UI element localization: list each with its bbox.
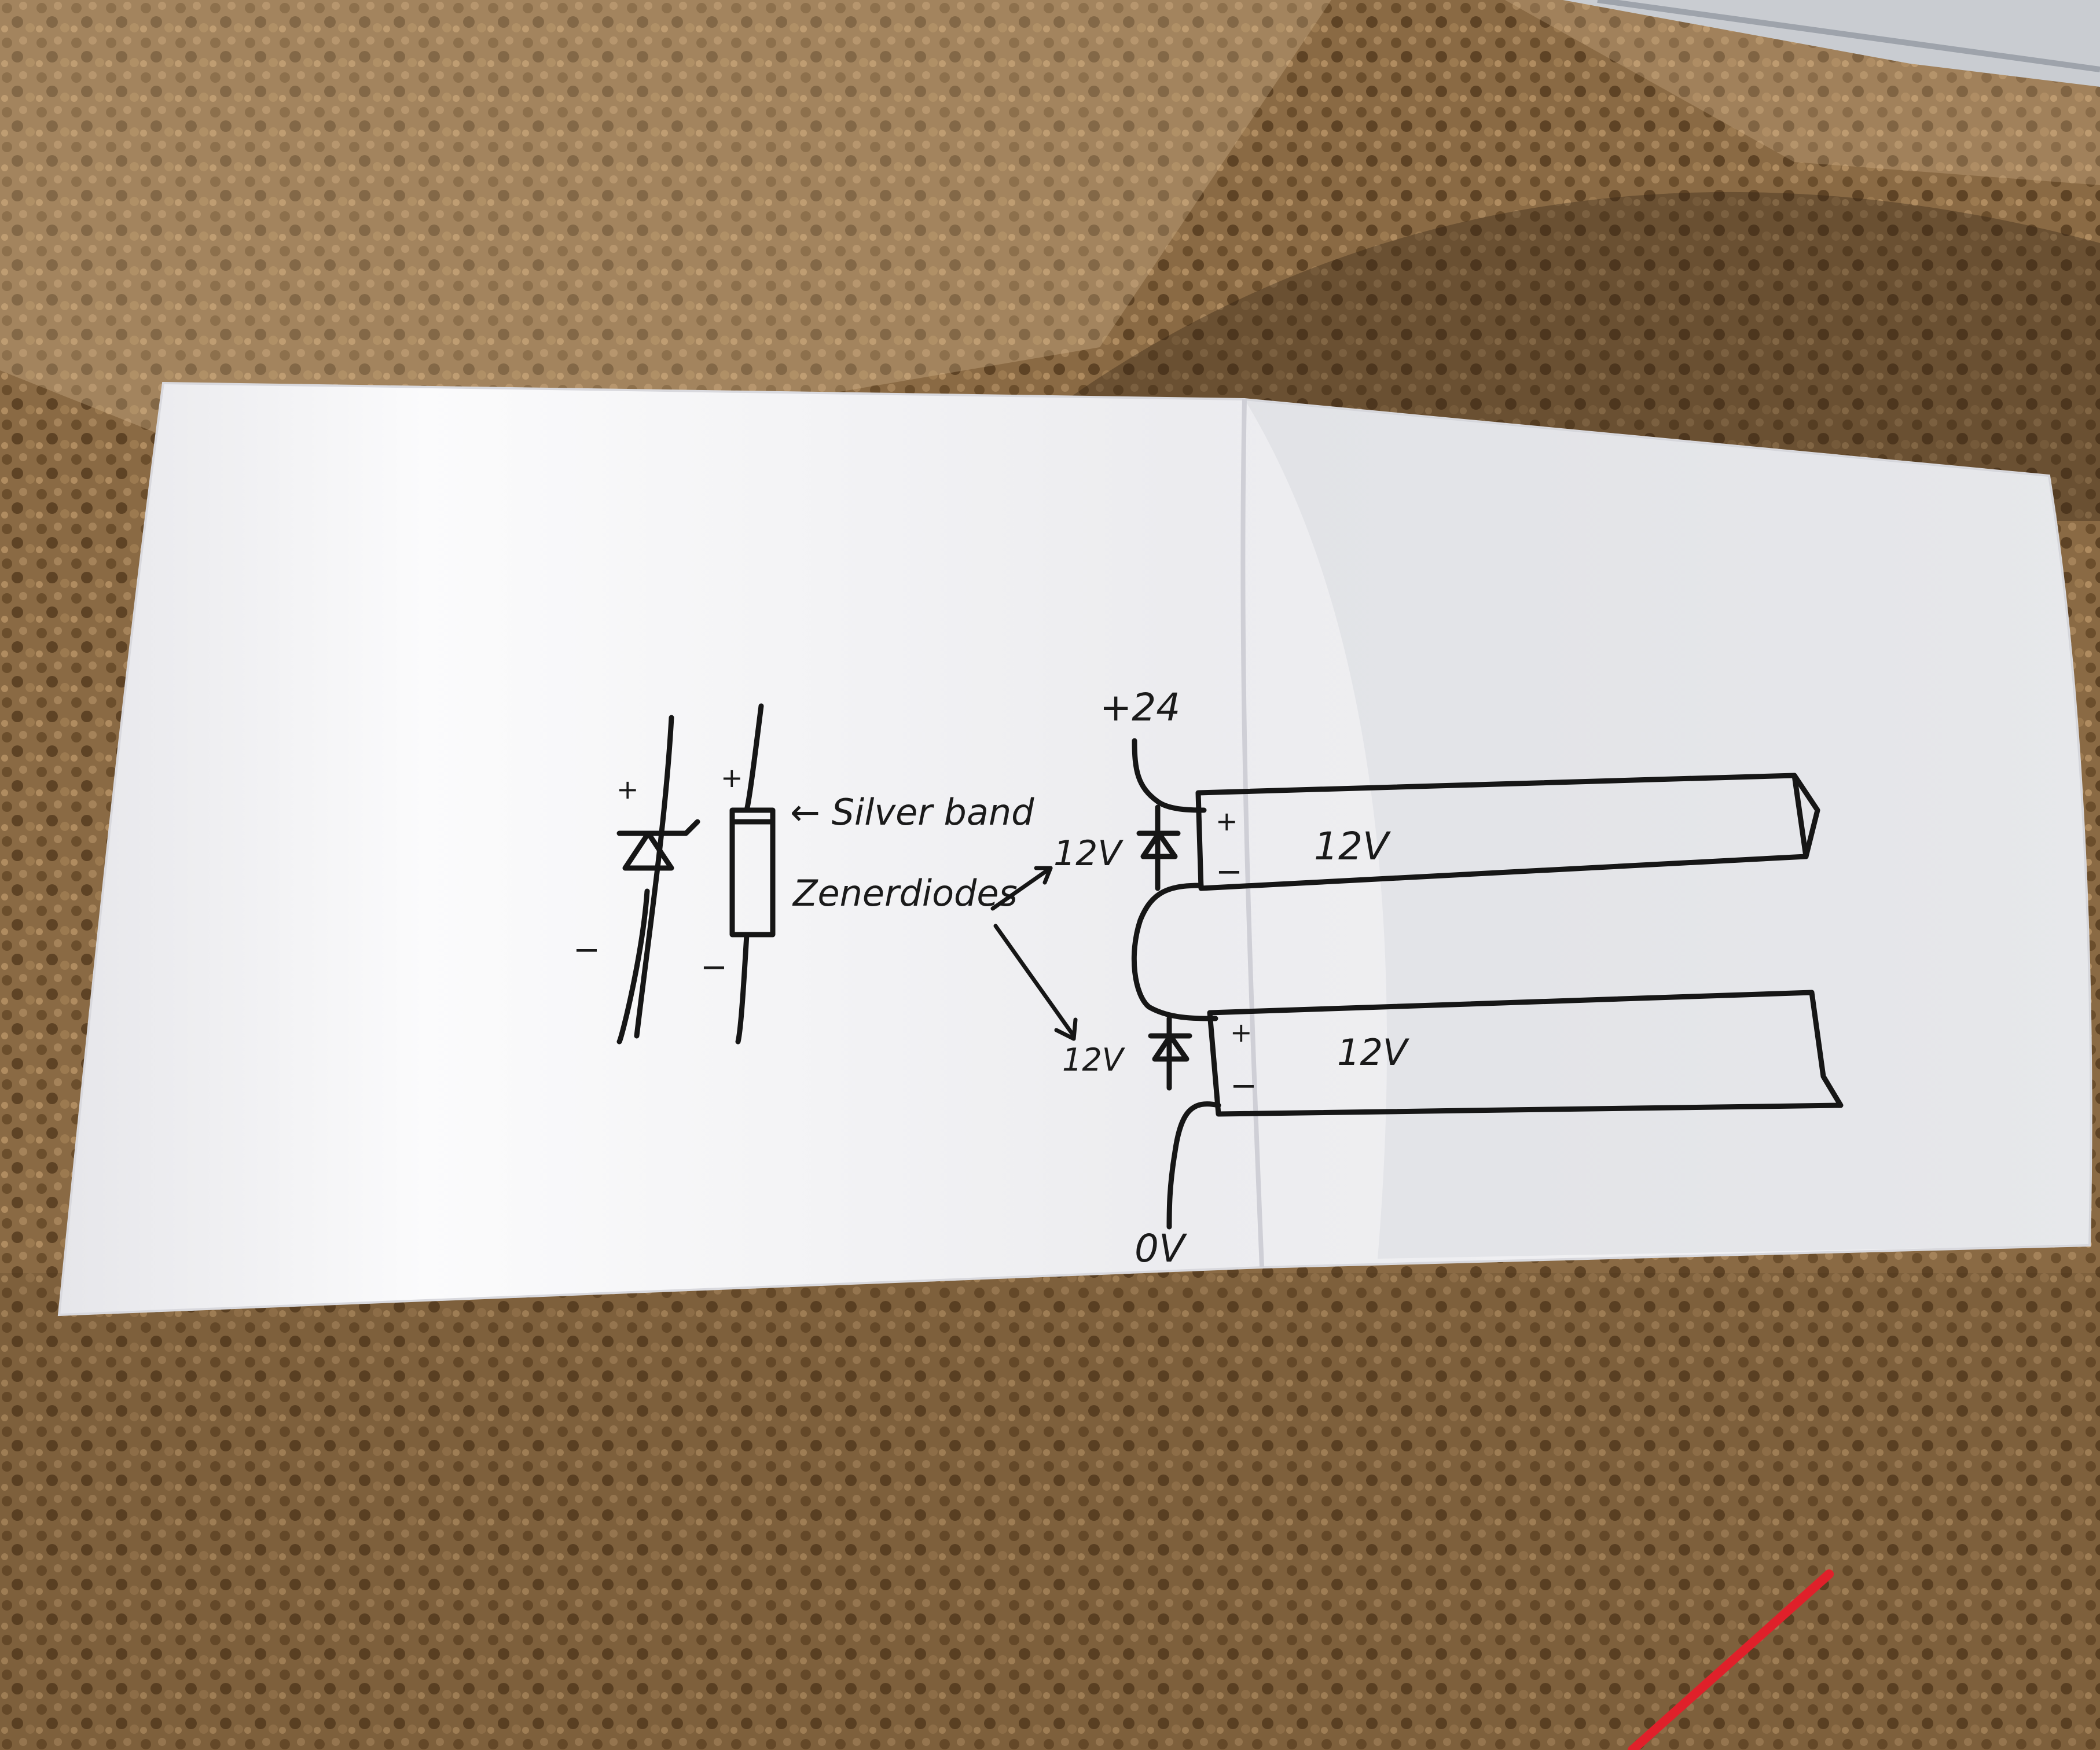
carpet-lower-shadow (0, 1273, 2100, 1750)
circuit-sketch: + − + − ← Silver band Zenerdiodes +24 12… (573, 685, 1844, 1271)
supply-ground-label: 0V (1135, 1226, 1187, 1271)
aluminium-profile (1563, 0, 2100, 87)
strip-bottom-minus: − (1230, 1067, 1257, 1105)
diode-body-minus: − (700, 948, 728, 986)
strip-top-minus: − (1216, 853, 1243, 891)
paper-fold (1240, 399, 1264, 1268)
strip-top-plus: + (1216, 806, 1238, 837)
zenerdiodes-label: Zenerdiodes (792, 872, 1018, 914)
strip-bottom-plus: + (1230, 1017, 1253, 1048)
strip-top-voltage: 12V (1314, 824, 1391, 869)
paper-shadow (1244, 399, 2091, 1259)
zener-symbol: + − (573, 715, 700, 1045)
zener-top-voltage: 12V (1053, 833, 1124, 874)
silver-band-label: ← Silver band (790, 791, 1034, 833)
diode-body: + − (700, 703, 776, 1045)
led-strip-bottom: + − 12V (1207, 990, 1844, 1117)
supply-positive-label: +24 (1100, 685, 1180, 730)
diode-body-plus: + (721, 762, 743, 793)
strip-bottom-voltage: 12V (1337, 1031, 1410, 1073)
red-wire (1628, 1569, 1834, 1750)
zener-symbol-plus: + (616, 774, 639, 805)
paper-sheet (57, 381, 2092, 1317)
sunlight-patch (0, 0, 1331, 440)
zener-symbol-minus: − (573, 931, 600, 969)
zener-bottom-voltage: 12V (1062, 1042, 1126, 1078)
led-strip-top: + − 12V (1195, 773, 1820, 891)
